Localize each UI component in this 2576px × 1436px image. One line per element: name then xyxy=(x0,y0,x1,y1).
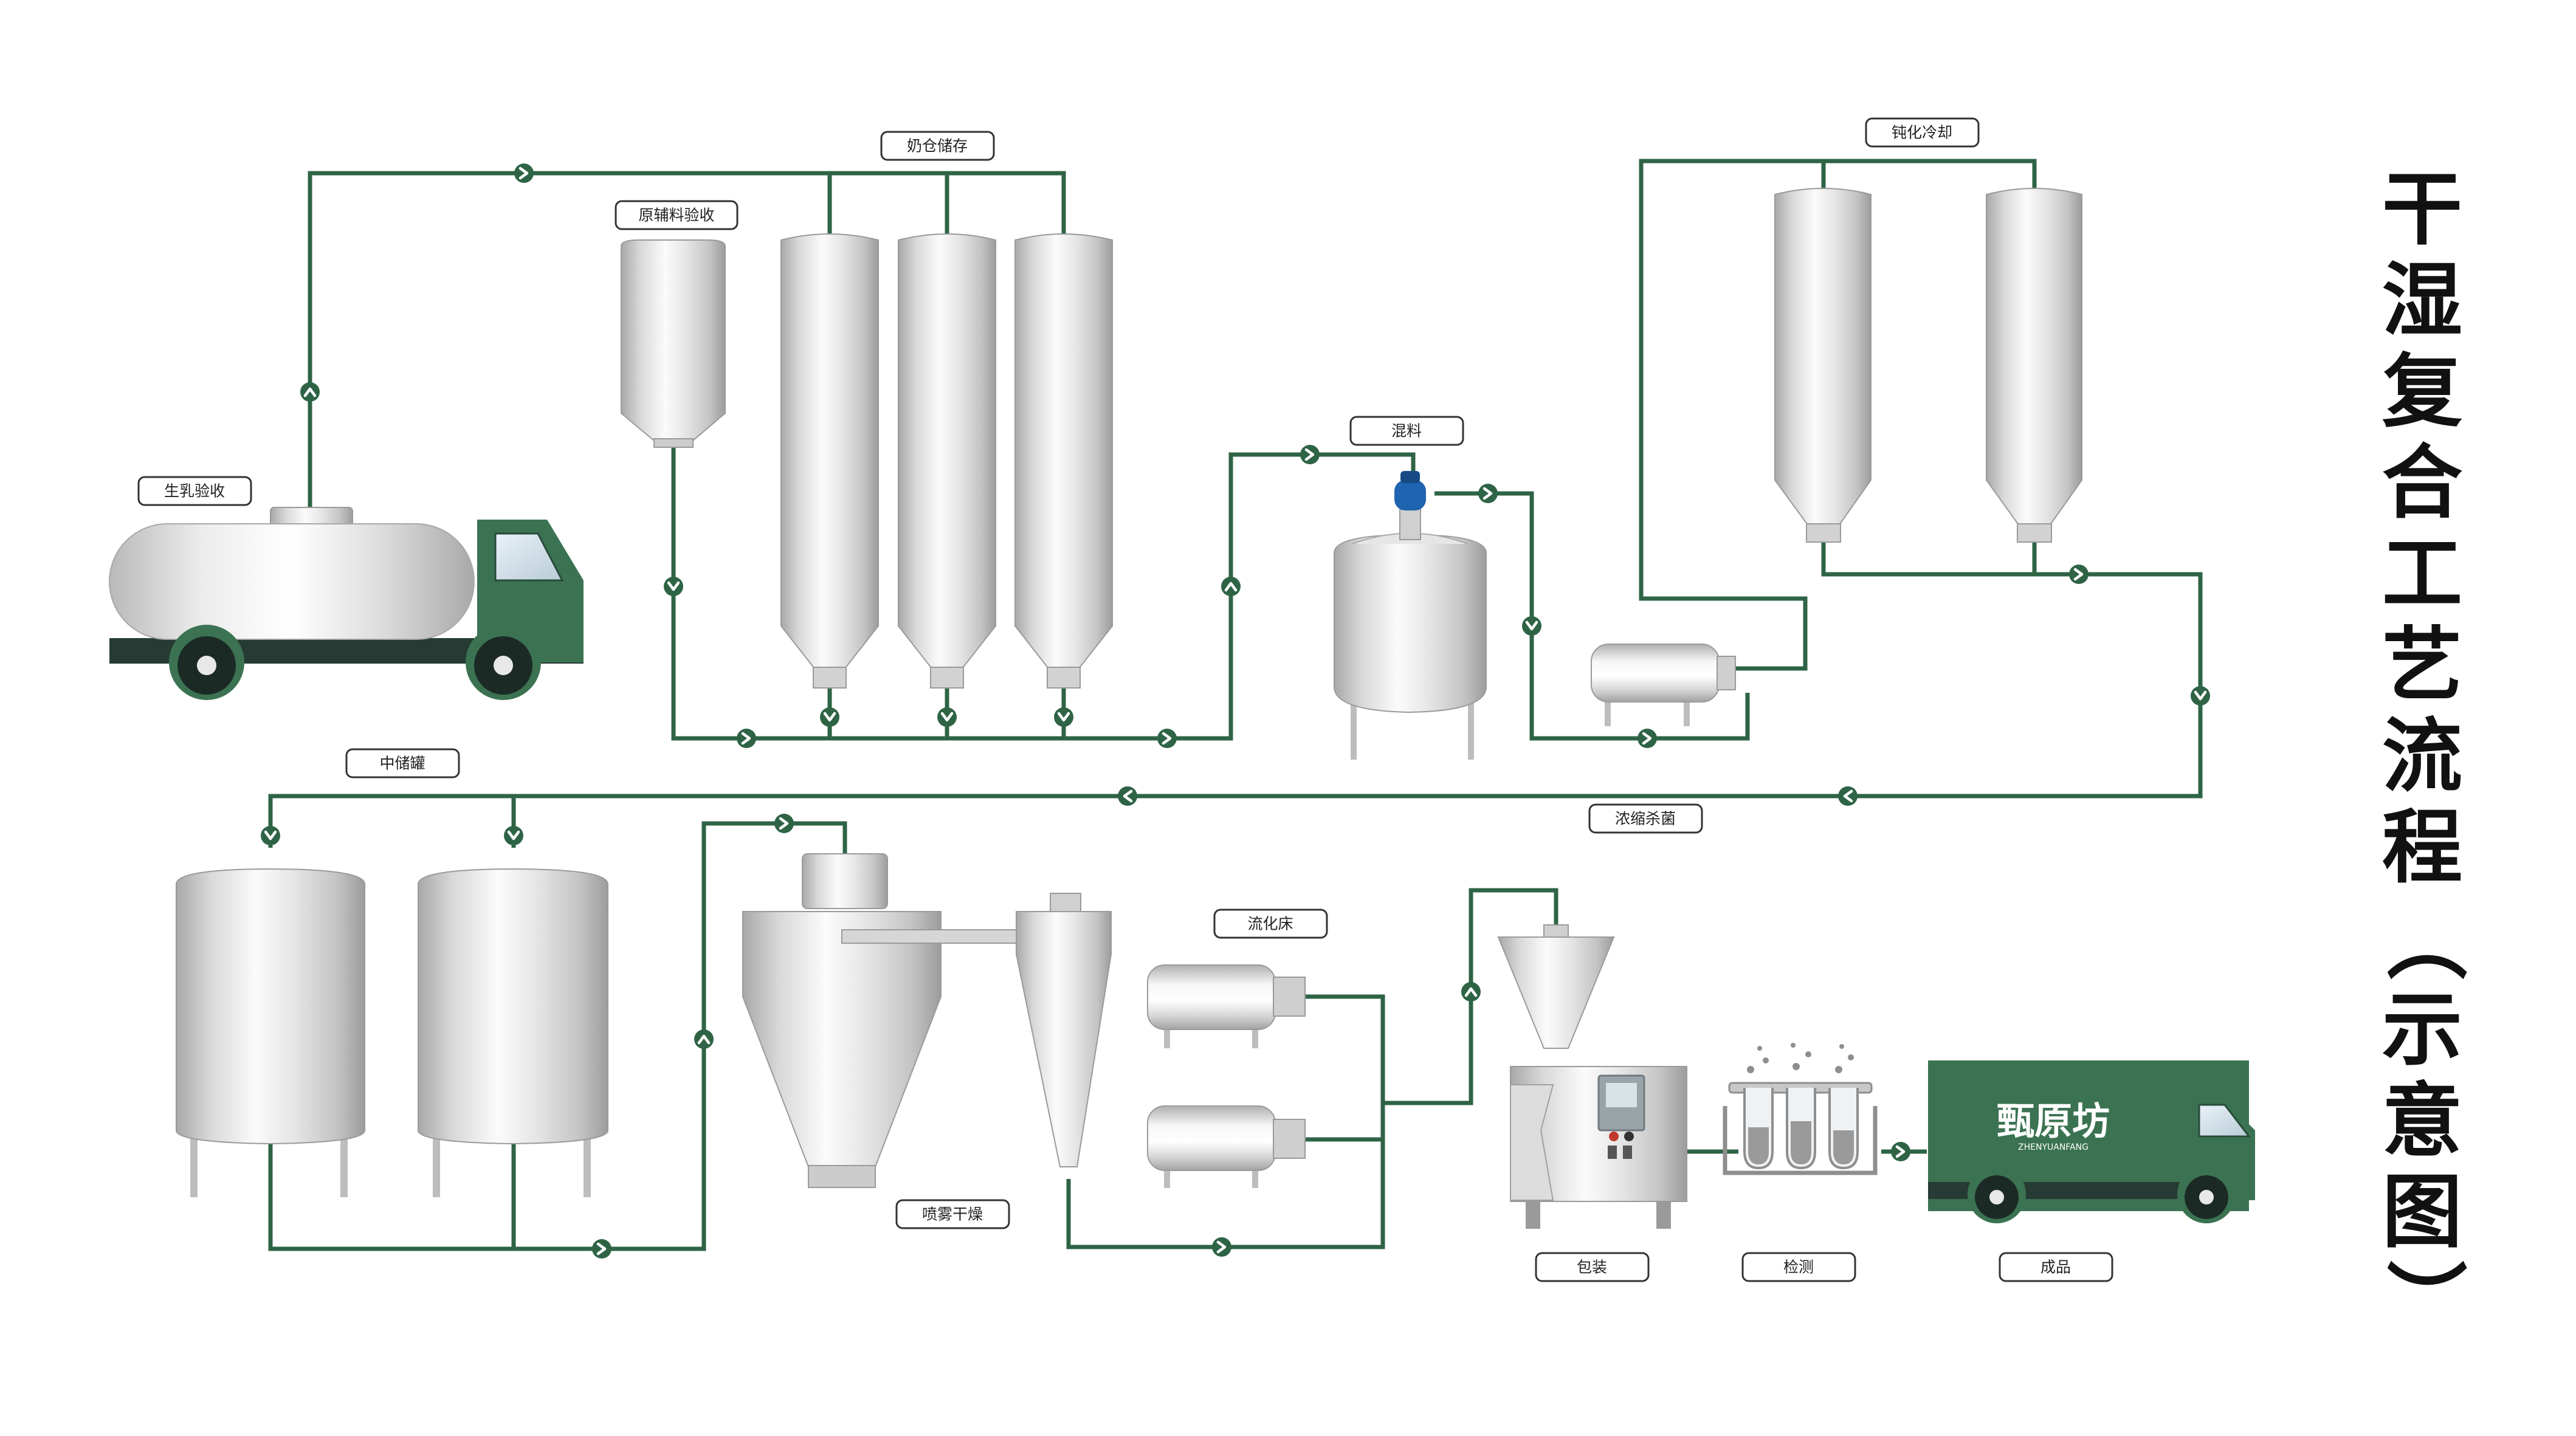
flow-arrow-icon xyxy=(1891,1142,1910,1161)
brand-name: 甄原坊 xyxy=(1997,1099,2110,1144)
title-char: 艺 xyxy=(2382,619,2462,712)
label-spray-dry: 喷雾干燥 xyxy=(895,1199,1010,1229)
fluid-bed-unit xyxy=(1147,1105,1306,1188)
flow-arrow-icon xyxy=(1522,616,1541,636)
label-passivation-cooling: 钝化冷却 xyxy=(1865,117,1980,148)
svg-text:喷雾干燥: 喷雾干燥 xyxy=(922,1206,983,1223)
milk-silo xyxy=(898,233,996,689)
title-char: 流 xyxy=(2382,710,2462,803)
pipe-network xyxy=(268,159,2203,1251)
flow-arrows xyxy=(261,163,2210,1259)
flow-arrow-icon xyxy=(1221,577,1241,596)
svg-text:检测: 检测 xyxy=(1783,1259,1814,1276)
flow-arrow-icon xyxy=(2191,686,2210,706)
aux-material-hopper xyxy=(621,239,726,448)
brand-pinyin: ZHENYUANFANG xyxy=(2018,1142,2089,1152)
spray-dryer xyxy=(742,853,1067,1188)
milk-silo xyxy=(780,233,879,689)
buffer-tanks xyxy=(176,868,608,1197)
label-finished-product: 成品 xyxy=(1999,1252,2113,1282)
label-buffer-tank: 中储罐 xyxy=(345,748,460,778)
fluid-bed-units xyxy=(1147,964,1306,1188)
buffer-tank xyxy=(176,868,365,1197)
label-mixing: 混料 xyxy=(1349,416,1464,446)
title-char: 示 xyxy=(2382,983,2462,1077)
title-char: 合 xyxy=(2382,436,2462,530)
flow-arrow-icon xyxy=(1461,982,1481,1001)
label-packaging: 包装 xyxy=(1535,1252,1650,1282)
milk-silo xyxy=(1014,233,1113,689)
svg-text:中储罐: 中储罐 xyxy=(379,755,425,772)
svg-text:钝化冷却: 钝化冷却 xyxy=(1892,124,1952,142)
title-char: 程 xyxy=(2382,801,2462,895)
svg-text:成品: 成品 xyxy=(2040,1259,2071,1276)
label-fluid-bed: 流化床 xyxy=(1213,909,1328,939)
transfer-pump xyxy=(1591,644,1736,726)
flow-arrow-icon xyxy=(592,1239,611,1259)
cyclone-separator xyxy=(1016,893,1112,1167)
delivery-truck-icon: 甄原坊 ZHENYUANFANG xyxy=(1928,1060,2255,1223)
svg-text:流化床: 流化床 xyxy=(1247,915,1293,933)
flow-arrow-icon xyxy=(937,707,957,727)
flow-arrow-icon xyxy=(694,1029,714,1049)
mixing-tank xyxy=(1334,471,1487,760)
flow-arrow-icon xyxy=(1300,445,1320,464)
cooling-tower xyxy=(1774,188,1872,543)
test-tubes-icon xyxy=(1723,1043,1878,1175)
flow-arrow-icon xyxy=(1212,1237,1231,1257)
flow-arrow-icon xyxy=(820,707,839,727)
svg-text:原辅料验收: 原辅料验收 xyxy=(638,207,714,224)
packaging-machine xyxy=(1497,924,1687,1229)
flow-arrow-icon xyxy=(514,163,534,183)
flow-arrow-icon xyxy=(774,814,794,833)
buffer-tank xyxy=(418,868,608,1197)
title-char: 湿 xyxy=(2382,254,2462,348)
flow-arrow-icon xyxy=(300,382,320,402)
cooling-tower xyxy=(1986,188,2082,543)
flow-arrow-icon xyxy=(737,729,756,748)
title-char: 工 xyxy=(2382,527,2462,621)
title-char: 图 xyxy=(2382,1166,2462,1259)
svg-text:浓缩杀菌: 浓缩杀菌 xyxy=(1615,810,1676,828)
label-raw-milk: 生乳验收 xyxy=(137,476,252,506)
flow-arrow-icon xyxy=(2069,565,2089,584)
title-char: 意 xyxy=(2382,1074,2462,1168)
label-concentrate-sterilize: 浓缩杀菌 xyxy=(1588,803,1703,834)
flow-arrow-icon xyxy=(1638,729,1657,748)
flow-arrow-icon xyxy=(1838,786,1858,806)
svg-text:奶仓储存: 奶仓储存 xyxy=(907,137,968,155)
title-char: 复 xyxy=(2382,345,2462,439)
title-char: 干 xyxy=(2382,163,2462,256)
svg-text:生乳验收: 生乳验收 xyxy=(164,483,225,500)
cooling-towers xyxy=(1774,188,2082,543)
flow-arrow-icon xyxy=(1478,484,1498,503)
title-char: （ xyxy=(2377,901,2471,981)
label-milk-storage: 奶仓储存 xyxy=(880,131,995,161)
diagram-title: 干 湿 复 合 工 艺 流 程 （ 示 意 图 ） xyxy=(2377,163,2471,1339)
flow-arrow-icon xyxy=(1054,707,1073,727)
stage-labels: 生乳验收 奶仓储存 原辅料验收 混料 钝化冷却 中储罐 浓缩杀菌 喷雾干燥 xyxy=(137,117,2113,1282)
flow-arrow-icon xyxy=(261,826,280,845)
label-inspection: 检测 xyxy=(1741,1252,1856,1282)
flow-arrow-icon xyxy=(1157,729,1177,748)
svg-text:包装: 包装 xyxy=(1577,1259,1607,1276)
flow-arrow-icon xyxy=(504,826,523,845)
label-aux-materials: 原辅料验收 xyxy=(615,200,739,230)
flow-arrow-icon xyxy=(1118,786,1137,806)
flow-arrow-icon xyxy=(664,577,683,596)
milk-tanker-truck-icon xyxy=(109,507,584,700)
milk-silos xyxy=(780,233,1113,689)
svg-text:混料: 混料 xyxy=(1391,422,1422,440)
title-char: ） xyxy=(2377,1259,2471,1339)
fluid-bed-unit xyxy=(1147,964,1306,1048)
